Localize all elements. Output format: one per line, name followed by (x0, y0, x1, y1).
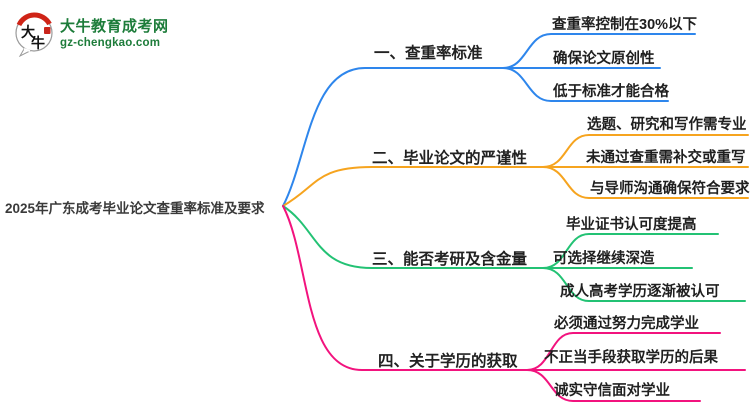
branch1-lines (282, 33, 696, 207)
branch4-item-2: 不正当手段获取学历的后果 (544, 350, 718, 366)
site-name: 大牛教育成考网 (60, 18, 169, 36)
branch3-item-3: 成人高考学历逐渐被认可 (560, 284, 720, 300)
branch1-item-1: 查重率控制在30%以下 (552, 17, 698, 33)
branch1-label: 一、查重率标准 (374, 45, 483, 62)
branch3-item-1: 毕业证书认可度提高 (566, 217, 697, 233)
branch2-label: 二、毕业论文的严谨性 (372, 150, 528, 167)
branch4-item-3: 诚实守信面对学业 (554, 383, 670, 399)
site-logo[interactable]: 大 牛 大牛教育成考网 gz-chengkao.com (13, 11, 169, 57)
branch4-label: 四、关于学历的获取 (378, 353, 518, 370)
branch4-lines (282, 205, 746, 402)
branch4-item-1: 必须通过努力完成学业 (554, 316, 699, 332)
branch3-label: 三、能否考研及含金量 (372, 251, 528, 268)
branch1-item-2: 确保论文原创性 (553, 51, 655, 67)
logo-bull-icon: 大 牛 (15, 12, 53, 57)
branch2-lines (282, 134, 749, 207)
branch3-item-2: 可选择继续深造 (553, 251, 655, 267)
branch2-item-1: 选题、研究和写作需专业 (587, 117, 747, 133)
branch2-item-3: 与导师沟通确保符合要求 (590, 181, 750, 197)
central-topic: 2025年广东成考毕业论文查重率标准及要求 (5, 201, 265, 216)
svg-text:牛: 牛 (31, 35, 45, 52)
branch1-item-3: 低于标准才能合格 (553, 84, 669, 100)
svg-text:大: 大 (21, 24, 35, 41)
branch3-lines (282, 205, 746, 302)
site-domain: gz-chengkao.com (60, 36, 161, 49)
branch2-item-2: 未通过查重需补交或重写 (586, 150, 746, 166)
